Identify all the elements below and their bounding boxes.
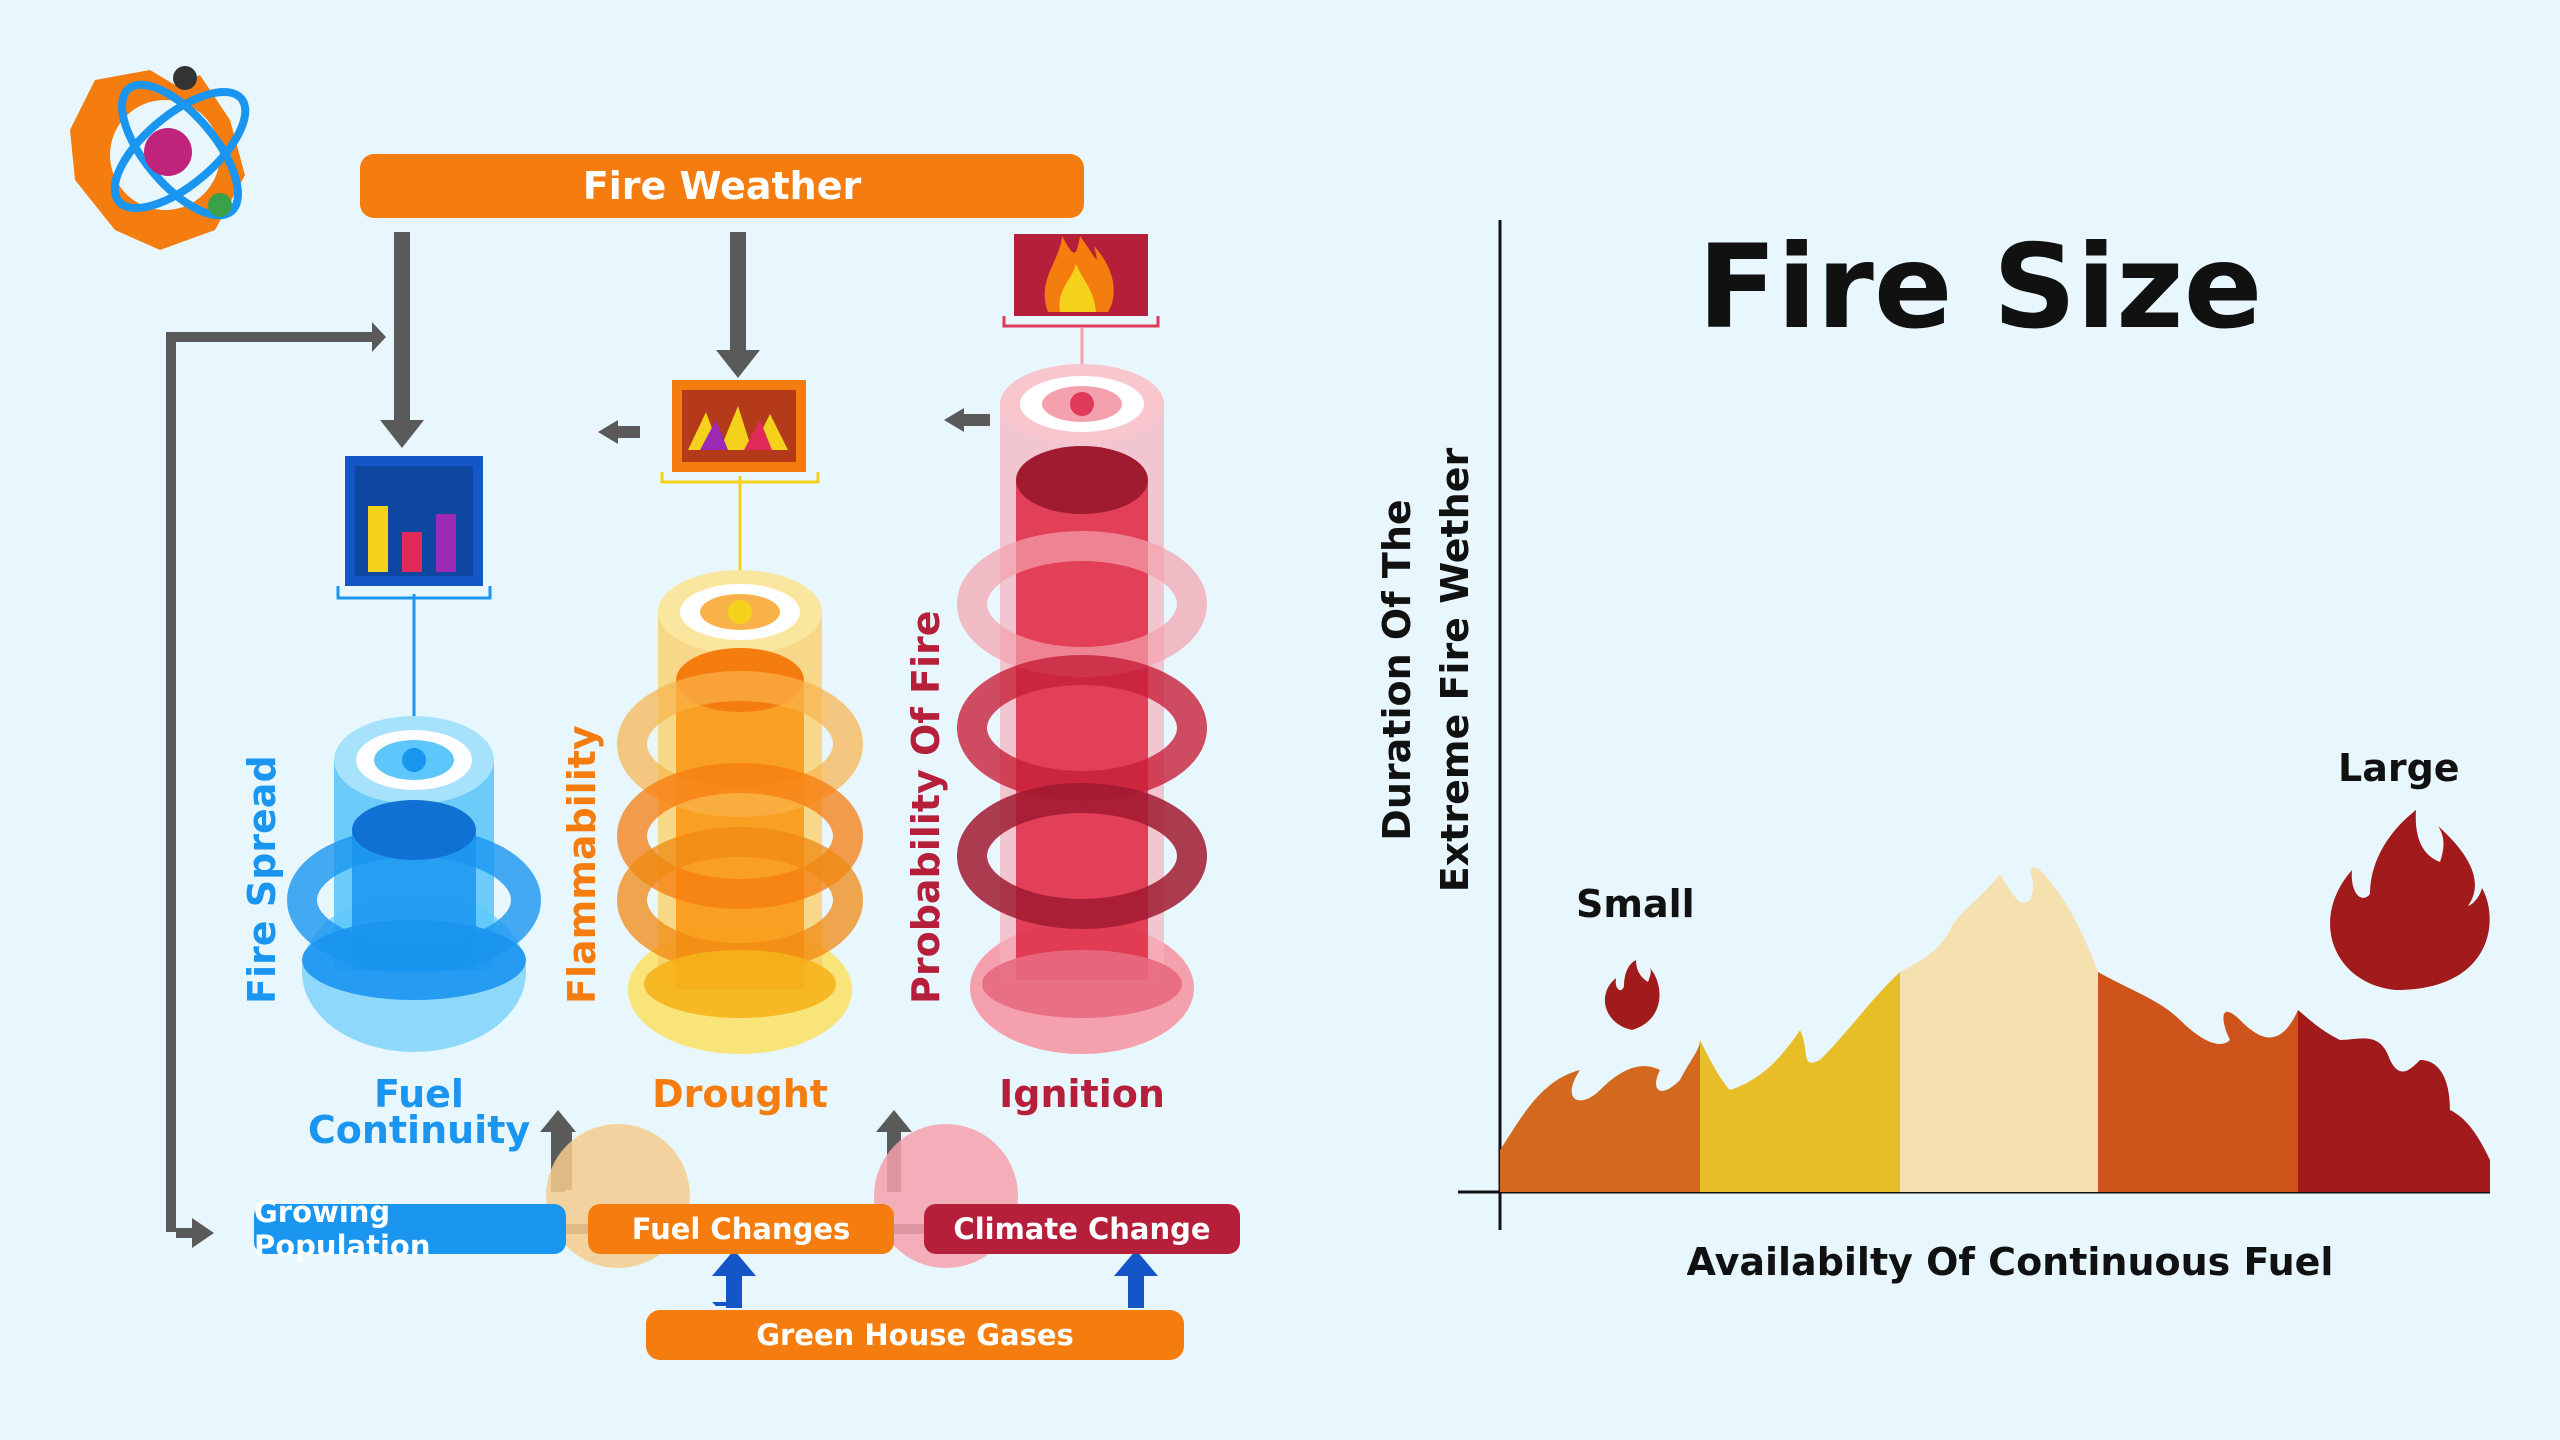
- large-fire-icon: [2330, 810, 2490, 990]
- fire-spread-label: Fire Spread: [240, 755, 284, 1004]
- science-casm-logo: [70, 66, 250, 250]
- fire-size-flame-bands: [1500, 867, 2490, 1192]
- y-axis-label: Duration Of The Extreme Fire Wether: [1368, 400, 1484, 940]
- drought-cylinder: [617, 380, 863, 1054]
- y-axis-label-line2: Extreme Fire Wether: [1433, 447, 1477, 893]
- probability-of-fire-label: Probability Of Fire: [904, 610, 948, 1004]
- fuel-changes-pill: Fuel Changes: [588, 1204, 894, 1254]
- y-axis-label-line1: Duration Of The: [1375, 499, 1419, 841]
- small-label: Small: [1576, 882, 1695, 926]
- flammability-label: Flammability: [560, 725, 604, 1004]
- climate-change-pill: Climate Change: [924, 1204, 1240, 1254]
- fire-weather-banner: Fire Weather: [360, 154, 1084, 218]
- ignition-cylinder: [957, 234, 1207, 1054]
- drought-label: Drought: [652, 1072, 828, 1116]
- growing-population-pill: Growing Population: [254, 1195, 566, 1263]
- large-label: Large: [2338, 746, 2460, 790]
- ghg-arrows: [712, 1250, 1158, 1308]
- small-fire-icon: [1604, 960, 1660, 1030]
- fuel-continuity-cylinder: [287, 456, 541, 1052]
- green-house-gases-pill: Green House Gases: [646, 1310, 1184, 1360]
- x-axis-label: Availabilty Of Continuous Fuel: [1686, 1240, 2334, 1284]
- ignition-label: Ignition: [999, 1072, 1165, 1116]
- fuel-continuity-label: Fuel Continuity: [294, 1072, 544, 1152]
- fuel-continuity-line1: Fuel: [374, 1072, 464, 1116]
- fuel-continuity-line2: Continuity: [307, 1108, 531, 1152]
- fire-size-title: Fire Size: [1697, 220, 2263, 355]
